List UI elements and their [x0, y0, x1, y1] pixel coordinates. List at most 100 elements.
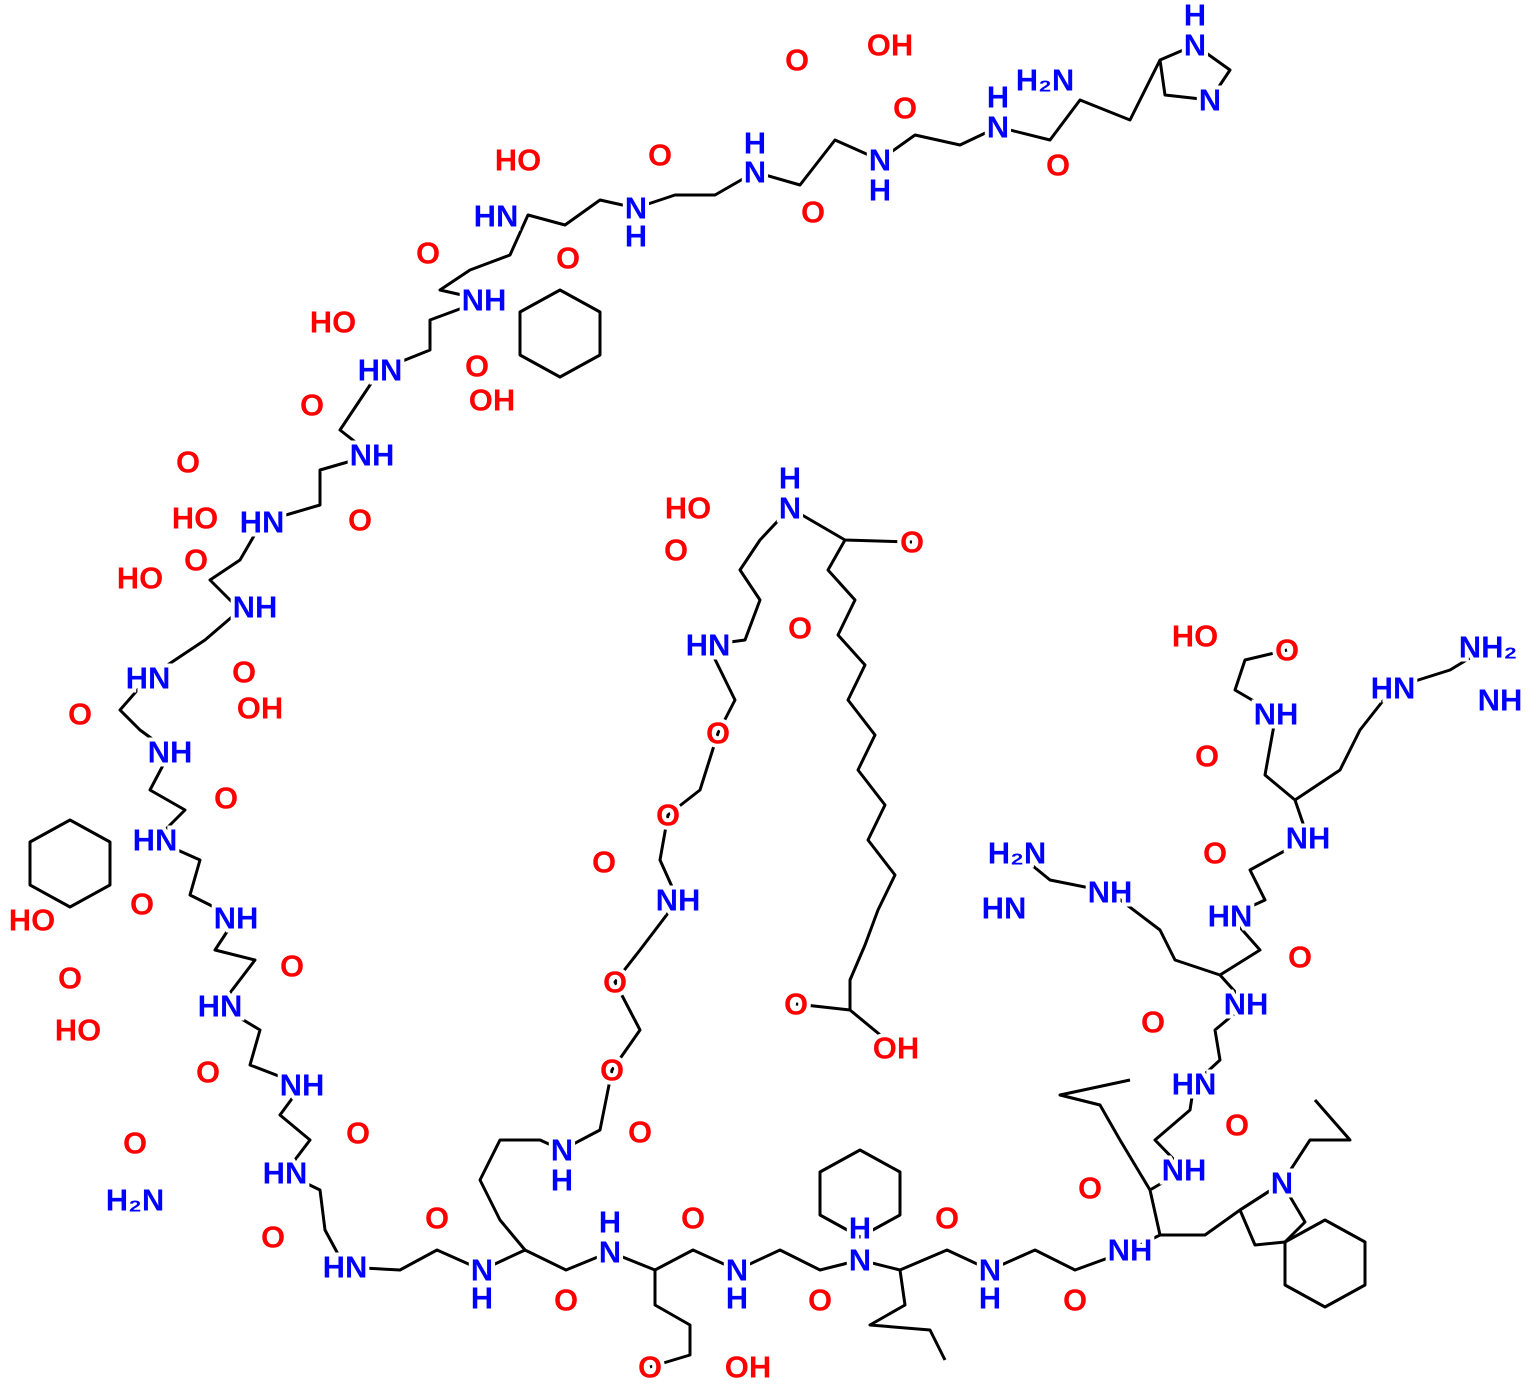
nitrogen-atom-label: NH: [148, 735, 193, 770]
oxygen-atom-label: O: [556, 241, 580, 276]
nitrogen-atom-label: H: [979, 1281, 1001, 1316]
oxygen-atom-label: O: [348, 503, 372, 538]
oxygen-atom-label: O: [554, 1283, 578, 1318]
oxygen-atom-label: O: [784, 987, 808, 1022]
nitrogen-atom-label: HN: [1172, 1067, 1217, 1102]
oxygen-atom-label: O: [1225, 1108, 1249, 1143]
nitrogen-atom-label: N: [1271, 1166, 1293, 1201]
phe-ring-bottom: [818, 1148, 902, 1239]
nitrogen-atom-label: N: [625, 191, 647, 226]
nitrogen-atom-label: H₂N: [988, 836, 1047, 871]
oxygen-atom-label: HO: [117, 561, 164, 596]
nitrogen-atom-label: NH: [350, 438, 395, 473]
oxygen-atom-label: O: [648, 138, 672, 173]
nitrogen-atom-label: N: [744, 155, 766, 190]
nitrogen-atom-label: H: [551, 1163, 573, 1198]
nitrogen-atom-label: H: [726, 1281, 748, 1316]
oxygen-atom-label: O: [935, 1201, 959, 1236]
oxygen-atom-label: O: [801, 195, 825, 230]
lysine-linker-bond: [478, 506, 913, 1251]
nitrogen-atom-label: N: [869, 143, 891, 178]
nitrogen-atom-label: N: [779, 491, 801, 526]
nitrogen-atom-label: NH: [1286, 821, 1331, 856]
oxygen-atom-label: O: [1195, 739, 1219, 774]
nitrogen-atom-label: NH: [280, 1068, 325, 1103]
nitrogen-atom-label: N: [471, 1253, 493, 1288]
nitrogen-atom-label: NH: [1088, 875, 1133, 910]
fatty-acid-chain-bond: [795, 539, 897, 1012]
nitrogen-atom-label: H: [779, 461, 801, 496]
nitrogen-atom-label: N: [979, 1253, 1001, 1288]
oxygen-atom-label: O: [1063, 1283, 1087, 1318]
oxygen-atom-label: O: [176, 445, 200, 480]
nitrogen-atom-label: N: [1199, 83, 1221, 118]
oxygen-atom-label: O: [656, 798, 680, 833]
nitrogen-atom-label: NH: [1108, 1233, 1153, 1268]
arg-sidechain-bond-2: [1294, 645, 1489, 802]
oxygen-atom-label: O: [788, 611, 812, 646]
oxygen-atom-label: HO: [310, 305, 357, 340]
nitrogen-atom-label: H: [471, 1281, 493, 1316]
oxygen-atom-label: O: [600, 1053, 624, 1088]
nitrogen-atom-label: N: [849, 1243, 871, 1278]
oxygen-atom-label: O: [681, 1201, 705, 1236]
imidazole-ring: [1158, 43, 1232, 102]
oxygen-atom-label: O: [706, 716, 730, 751]
oxygen-atom-label: O: [893, 91, 917, 126]
oxygen-atom-label: O: [184, 543, 208, 578]
oxygen-atom-label: O: [808, 1283, 832, 1318]
nitrogen-atom-label: N: [1184, 28, 1206, 63]
tyr-ring: [28, 818, 112, 909]
oxygen-atom-label: O: [1275, 633, 1299, 668]
nitrogen-atom-label: HN: [133, 823, 178, 858]
oxygen-atom-label: O: [1046, 148, 1070, 183]
nitrogen-atom-label: NH: [233, 590, 278, 625]
nitrogen-atom-label: NH₂: [1459, 630, 1518, 665]
oxygen-atom-label: HO: [1172, 619, 1219, 654]
nitrogen-atom-label: H: [599, 1205, 621, 1240]
phe-ring-top: [518, 288, 602, 379]
nitrogen-atom-label: HN: [1208, 899, 1253, 934]
oxygen-atom-label: O: [900, 525, 924, 560]
nitrogen-atom-label: NH: [462, 283, 507, 318]
nitrogen-atom-label: HN: [126, 661, 171, 696]
oxygen-atom-label: O: [280, 949, 304, 984]
indole-benzene-ring: [1283, 1218, 1367, 1309]
nitrogen-atom-label: HN: [240, 505, 285, 540]
nitrogen-atom-label: NH: [1478, 683, 1523, 718]
oxygen-atom-label: O: [261, 1220, 285, 1255]
arg-sidechain-bond: [1016, 851, 1221, 977]
oxygen-atom-label: O: [346, 1116, 370, 1151]
nitrogen-atom-label: N: [726, 1253, 748, 1288]
nitrogen-atom-label: NH: [1254, 697, 1299, 732]
oxygen-atom-label: HO: [495, 143, 542, 178]
glu-sidechain-bond: [649, 1270, 692, 1369]
nitrogen-atom-label: H: [1184, 0, 1206, 33]
nitrogen-atom-label: N: [551, 1133, 573, 1168]
indole-pyrrole-ring: [1238, 1181, 1307, 1247]
oxygen-atom-label: O: [300, 388, 324, 423]
nitrogen-atom-label: HN: [198, 989, 243, 1024]
nitrogen-atom-label: H₂N: [1016, 63, 1075, 98]
oxygen-atom-label: O: [592, 845, 616, 880]
oxygen-atom-label: OH: [725, 1350, 772, 1385]
oxygen-atom-label: O: [1288, 940, 1312, 975]
oxygen-atom-label: O: [130, 887, 154, 922]
nitrogen-atom-label: HN: [474, 199, 519, 234]
oxygen-atom-label: OH: [469, 383, 516, 418]
nitrogen-atom-label: H: [744, 126, 766, 161]
oxygen-atom-label: OH: [867, 28, 914, 63]
oxygen-atom-label: O: [465, 349, 489, 384]
bonds: [28, 43, 1489, 1369]
nitrogen-atom-label: H₂N: [106, 1183, 165, 1218]
nitrogen-atom-label: HN: [263, 1156, 308, 1191]
oxygen-atom-label: HO: [9, 903, 56, 938]
oxygen-atom-label: O: [628, 1115, 652, 1150]
oxygen-atom-label: O: [196, 1055, 220, 1090]
oxygen-atom-label: O: [1141, 1005, 1165, 1040]
nitrogen-atom-label: NH: [656, 883, 701, 918]
nitrogen-atom-label: HN: [982, 891, 1027, 926]
oxygen-atom-label: OH: [873, 1031, 920, 1066]
oxygen-atom-label: OH: [237, 691, 284, 726]
